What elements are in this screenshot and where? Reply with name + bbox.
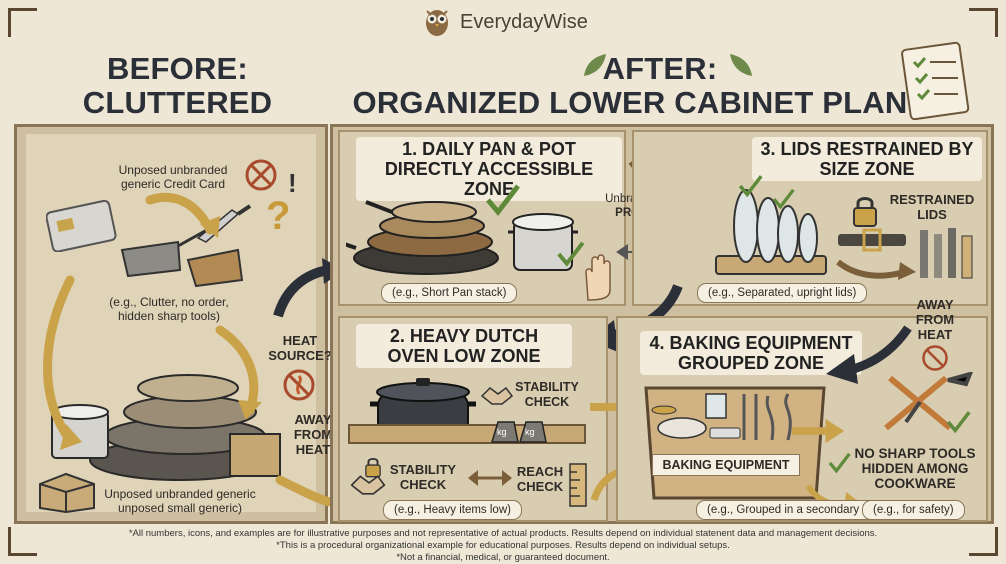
zone-4-title: 4. BAKING EQUIPMENT GROUPED ZONE [640,331,862,375]
after-subtitle: ORGANIZED LOWER CABINET PLAN [352,85,908,120]
weight-label-1: kg [497,427,507,437]
stability-check-label-2: STABILITY CHECK [389,462,457,492]
check-icon-z1b [557,241,585,267]
question-mark-icon: ? [266,194,291,238]
zone-3-title: 3. LIDS RESTRAINED BY SIZE ZONE [752,137,982,181]
disclaimer-3: *Not a financial, medical, or guaranteed… [396,552,610,563]
credit-card-icon [46,200,117,252]
heat-source-label: HEAT SOURCE? [268,333,332,363]
no-heat-icon-2 [922,345,948,371]
zone-2-title: 2. HEAVY DUTCH OVEN LOW ZONE [356,324,572,368]
arrow-z3-lids [836,259,916,280]
corner-ornament-bottom-left [8,527,37,556]
no-sharp-tools-label: NO SHARP TOOLS HIDDEN AMONG COOKWARE [854,446,976,491]
disclaimer-2: *This is a procedural organizational exa… [276,540,730,551]
crossed-knives-icon [884,372,973,431]
arrow-z4-right [791,418,845,444]
clutter-note: (e.g., Clutter, no order, hidden sharp t… [109,295,229,323]
brand-logo: EverydayWise [420,6,600,38]
corner-ornament-top-left [8,8,37,37]
pan-stack-icon [346,200,499,275]
leaf-icon-right [730,54,752,76]
arrow-heat-to-z4 [826,325,912,384]
stock-pot-icon [508,213,578,271]
corner-ornament-top-right [969,8,998,37]
small-generic-label: Unposed unbranded generic unposed small … [104,487,256,515]
check-icon-z4a [828,452,851,474]
credit-card-label: Unposed unbranded generic Credit Card [118,163,228,191]
exclamation-icon: ! [288,168,297,198]
small-box-icon [39,472,95,514]
stability-check-label: STABILITY CHECK [515,380,579,409]
check-icon-z1a [486,184,520,216]
upright-lids-icon [715,189,827,275]
handshake-icon [480,386,514,405]
after-title: AFTER: [602,51,718,86]
lock-icon [853,197,877,227]
weights-icon [490,421,547,443]
zone-3-caption: (e.g., Separated, upright lids) [697,283,868,303]
zone-4-caption: (e.g., Grouped in a secondary bin) [696,500,893,520]
check-icon-z3b [772,188,795,210]
safety-caption: (e.g., for safety) [862,500,965,520]
away-from-heat-label-2: AWAY FROM HEAT [915,297,955,342]
lid-rack-icon [920,228,973,279]
weight-label-2: kg [525,427,535,437]
check-icon-z3a [738,175,763,198]
zone-2-caption: (e.g., Heavy items low) [383,500,522,520]
low-shelf [348,424,586,444]
zone-1-caption: (e.g., Short Pan stack) [381,283,518,303]
reach-check-label: REACH CHECK [516,464,564,494]
before-title: BEFORE: [107,51,248,86]
strap-icon [838,228,906,252]
checklist-clipboard-icon [901,41,970,120]
lock-icon-z2 [365,457,381,478]
disclaimer-1: *All numbers, icons, and examples are fo… [128,528,878,539]
brand-name: EverydayWise [460,11,588,33]
no-heat-icon [283,369,315,401]
zone-1-title: 1. DAILY PAN & POT DIRECTLY ACCESSIBLE Z… [356,137,622,201]
owl-icon [426,10,448,36]
check-icon-z4b [946,411,971,434]
away-from-heat-label: AWAY FROM HEAT [293,412,333,457]
restrained-lids-label: RESTRAINED LIDS [889,192,975,222]
baking-equipment-label: BAKING EQUIPMENT [652,454,800,476]
ruler-icon [569,463,587,507]
leaf-icon-left [584,54,606,76]
double-arrow-icon [468,470,512,486]
corner-ornament-bottom-right [969,527,998,556]
hand-icon [585,254,611,301]
clutter-arrows [43,192,330,507]
no-entry-icon [245,159,277,191]
handshake-icon-2 [350,475,386,495]
